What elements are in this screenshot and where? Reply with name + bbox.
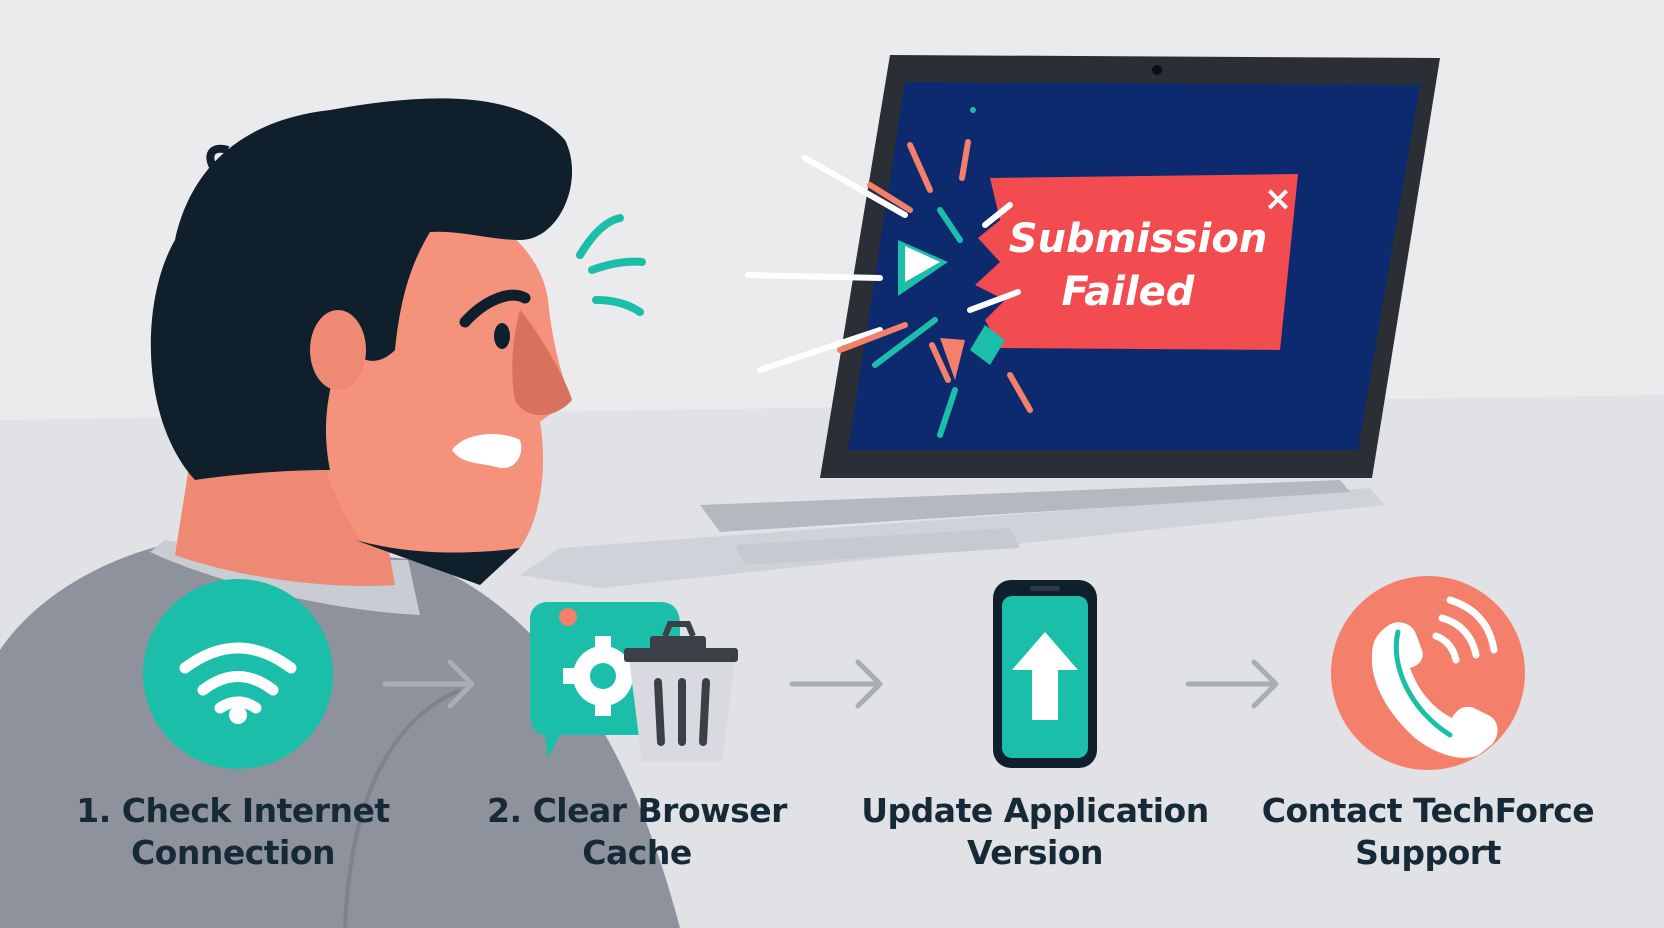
sound-waves: [1432, 596, 1498, 664]
step-3-label-line2: Version: [966, 833, 1104, 872]
error-title-line1: Submission: [1009, 216, 1268, 262]
step-1-label-line2: Connection: [130, 833, 336, 872]
close-icon[interactable]: ×: [1264, 179, 1293, 219]
mouth: [452, 434, 522, 469]
laptop-trackpad: [735, 528, 1020, 565]
laptop-keyboard: [700, 480, 1350, 532]
stress-lines: [576, 214, 646, 316]
error-dialog: Submission Failed ×: [975, 174, 1298, 350]
eyebrow: [459, 289, 531, 328]
step-2-label-line1: 2. Clear Browser: [487, 791, 787, 830]
step-4-label-line2: Support: [1355, 833, 1501, 872]
trash-icon: [624, 621, 738, 762]
step-arrows: [382, 659, 1279, 709]
error-title-line2: Failed: [1062, 269, 1195, 315]
step-3-label-line1: Update Application: [861, 791, 1209, 830]
chin-shadow: [355, 540, 520, 585]
step-2-label-line2: Cache: [582, 833, 692, 872]
step-4-label-line1: Contact TechForce: [1261, 791, 1595, 830]
step-2-label: 2. Clear Browser Cache: [457, 790, 817, 874]
step-2-icon: [530, 602, 738, 762]
nose: [512, 310, 572, 415]
step-1-label-line1: 1. Check Internet: [76, 791, 390, 830]
frustrated-person: [0, 98, 680, 928]
wifi-icon: [179, 642, 297, 714]
hair: [150, 98, 573, 481]
eye: [494, 323, 510, 349]
burst-effect: [745, 139, 1033, 438]
step-3-icon: [993, 580, 1097, 768]
arrow-right-icon: [382, 659, 475, 709]
upload-arrow-icon: [1012, 632, 1078, 720]
webcam: [1152, 65, 1162, 75]
arrow-right-icon: [789, 659, 883, 709]
notification-dot: [559, 608, 577, 626]
step-4-icon: [1331, 576, 1525, 770]
screen-dot: [970, 107, 976, 113]
ear: [310, 310, 366, 390]
shoulder-line: [343, 688, 461, 928]
step-1-icon: [143, 579, 333, 769]
step-4-label: Contact TechForce Support: [1248, 790, 1608, 874]
step-3-label: Update Application Version: [855, 790, 1215, 874]
step-1-label: 1. Check Internet Connection: [53, 790, 413, 874]
hair-curl: [206, 144, 230, 173]
arrow-right-icon: [1185, 659, 1279, 709]
phone-handset-icon: [1371, 622, 1498, 758]
error-dialog-box: [975, 174, 1298, 350]
